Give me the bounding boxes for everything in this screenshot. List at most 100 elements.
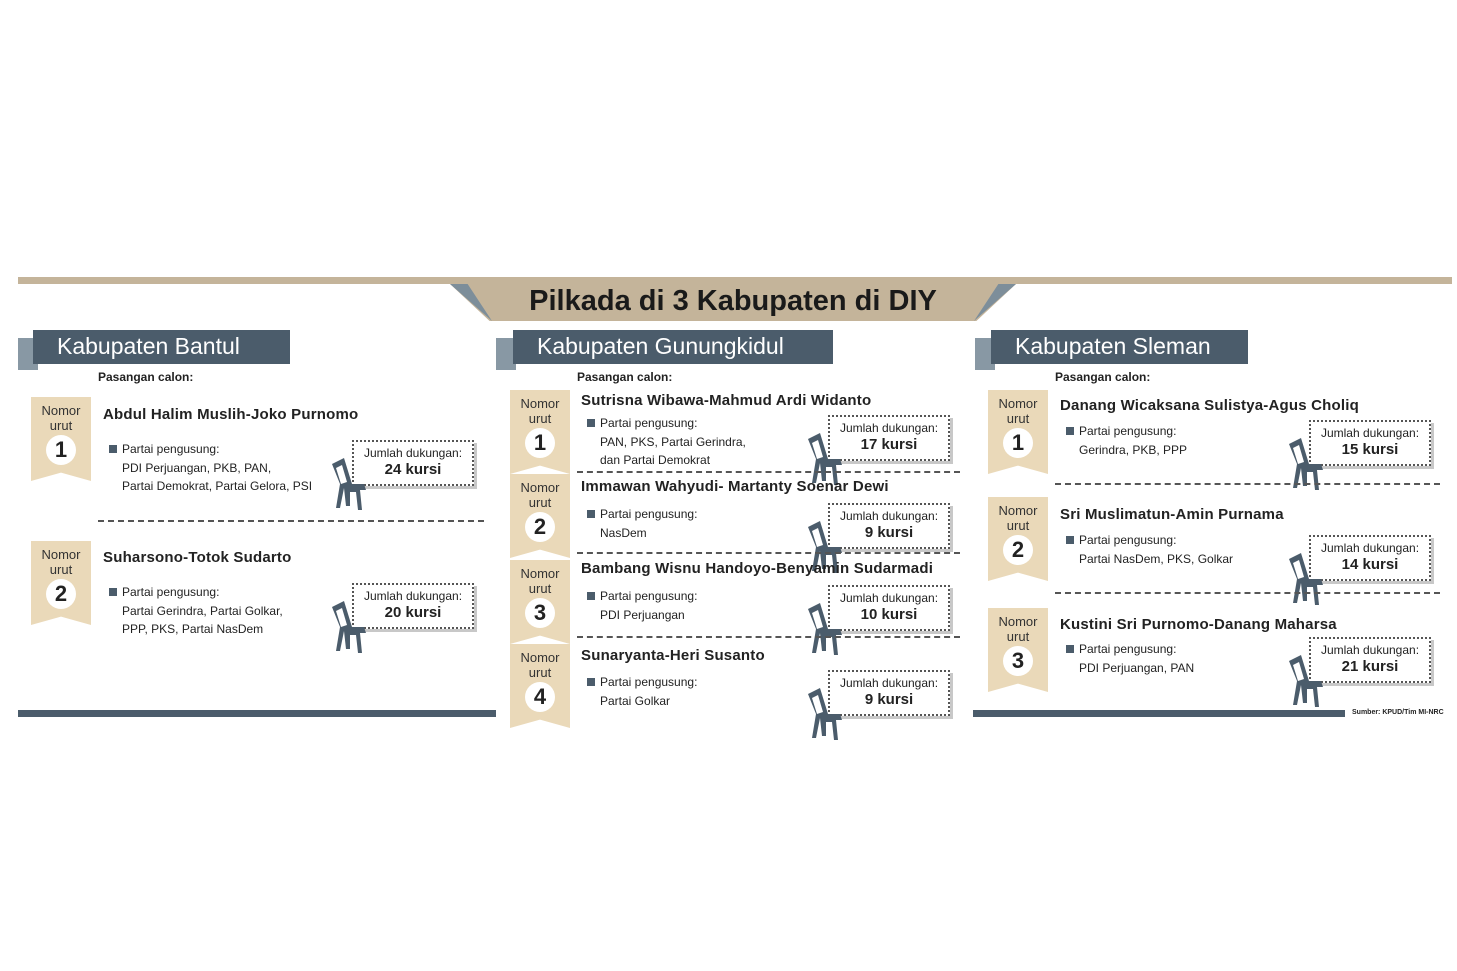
nomor-label: Nomor xyxy=(998,503,1038,518)
seat-support-box: Jumlah dukungan:9 kursi xyxy=(828,670,950,716)
candidate-name: Sri Muslimatun-Amin Purnama xyxy=(1060,506,1284,523)
ballot-number: 4 xyxy=(525,682,555,712)
jumlah-label: Jumlah dukungan: xyxy=(1320,643,1420,657)
candidate-name: Suharsono-Totok Sudarto xyxy=(103,549,292,566)
urut-label: urut xyxy=(528,665,552,680)
jumlah-label: Jumlah dukungan: xyxy=(839,591,939,605)
section-header-fold xyxy=(496,338,516,370)
party-list-line: PPP, PKS, Partai NasDem xyxy=(122,622,264,636)
jumlah-label: Jumlah dukungan: xyxy=(839,676,939,690)
seat-support-box: Jumlah dukungan:15 kursi xyxy=(1309,420,1431,466)
seat-count: 20 kursi xyxy=(384,604,442,621)
ballot-number: 1 xyxy=(1003,428,1033,458)
candidate-name: Abdul Halim Muslih-Joko Purnomo xyxy=(103,406,359,423)
section-header: Kabupaten Bantul xyxy=(33,330,290,364)
candidate-name: Sutrisna Wibawa-Mahmud Ardi Widanto xyxy=(581,392,872,409)
candidate-name: Sunaryanta-Heri Susanto xyxy=(581,647,765,664)
bullet-square-icon xyxy=(587,678,595,686)
nomor-label: Nomor xyxy=(998,396,1038,411)
seat-count: 21 kursi xyxy=(1341,658,1399,675)
party-label: Partai pengusung: xyxy=(1079,533,1177,547)
urut-label: urut xyxy=(49,562,73,577)
party-label: Partai pengusung: xyxy=(600,416,698,430)
jumlah-label: Jumlah dukungan: xyxy=(1320,426,1420,440)
party-label: Partai pengusung: xyxy=(1079,424,1177,438)
jumlah-label: Jumlah dukungan: xyxy=(363,589,463,603)
candidate-name: Kustini Sri Purnomo-Danang Maharsa xyxy=(1060,616,1337,633)
candidate-separator xyxy=(577,552,960,554)
bullet-square-icon xyxy=(1066,427,1074,435)
bullet-square-icon xyxy=(587,510,595,518)
party-list-line: dan Partai Demokrat xyxy=(600,453,711,467)
urut-label: urut xyxy=(1006,411,1030,426)
candidate-separator xyxy=(577,471,960,473)
ballot-number: 1 xyxy=(525,428,555,458)
party-label: Partai pengusung: xyxy=(600,589,698,603)
seat-count: 9 kursi xyxy=(864,524,914,541)
jumlah-label: Jumlah dukungan: xyxy=(1320,541,1420,555)
urut-label: urut xyxy=(1006,629,1030,644)
pasangan-calon-label: Pasangan calon: xyxy=(98,370,194,384)
bullet-square-icon xyxy=(109,588,117,596)
party-list-line: Partai NasDem, PKS, Golkar xyxy=(1079,551,1234,566)
ballot-number: 3 xyxy=(1003,646,1033,676)
ballot-number: 2 xyxy=(1003,535,1033,565)
seat-support-box: Jumlah dukungan:17 kursi xyxy=(828,415,950,461)
seat-support-box: Jumlah dukungan:20 kursi xyxy=(352,583,474,629)
party-label: Partai pengusung: xyxy=(600,675,698,689)
party-label: Partai pengusung: xyxy=(122,585,220,599)
chair-icon xyxy=(1287,434,1325,497)
ballot-number: 2 xyxy=(525,512,555,542)
jumlah-label: Jumlah dukungan: xyxy=(363,446,463,460)
candidate-separator xyxy=(1055,592,1440,594)
pasangan-calon-label: Pasangan calon: xyxy=(1055,370,1151,384)
party-list-line: PDI Perjuangan, PAN xyxy=(1079,660,1195,675)
section-header: Kabupaten Sleman xyxy=(991,330,1248,364)
seat-support-box: Jumlah dukungan:9 kursi xyxy=(828,503,950,549)
top-divider-bar xyxy=(18,277,1452,284)
party-list-line: Partai Golkar xyxy=(600,693,671,708)
jumlah-label: Jumlah dukungan: xyxy=(839,509,939,523)
party-list-line: Partai Demokrat, Partai Gelora, PSI xyxy=(122,479,313,493)
nomor-label: Nomor xyxy=(520,566,560,581)
seat-count: 17 kursi xyxy=(860,436,918,453)
candidate-separator xyxy=(98,520,484,522)
seat-count: 15 kursi xyxy=(1341,441,1399,458)
nomor-label: Nomor xyxy=(520,396,560,411)
party-label: Partai pengusung: xyxy=(600,507,698,521)
party-label: Partai pengusung: xyxy=(122,442,220,456)
ballot-number: 2 xyxy=(46,579,76,609)
bullet-square-icon xyxy=(587,419,595,427)
ballot-number: 1 xyxy=(46,435,76,465)
candidate-name: Danang Wicaksana Sulistya-Agus Choliq xyxy=(1060,397,1359,414)
seat-support-box: Jumlah dukungan:24 kursi xyxy=(352,440,474,486)
nomor-label: Nomor xyxy=(520,650,560,665)
seat-count: 14 kursi xyxy=(1341,556,1399,573)
bullet-square-icon xyxy=(587,592,595,600)
urut-label: urut xyxy=(49,418,73,433)
chair-icon xyxy=(1287,549,1325,612)
urut-label: urut xyxy=(1006,518,1030,533)
urut-label: urut xyxy=(528,495,552,510)
section-header: Kabupaten Gunungkidul xyxy=(513,330,833,364)
seat-count: 10 kursi xyxy=(860,606,918,623)
chair-icon xyxy=(806,517,844,580)
seat-count: 24 kursi xyxy=(384,461,442,478)
candidate-separator xyxy=(1055,483,1440,485)
bottom-bar-right xyxy=(973,710,1345,717)
bullet-square-icon xyxy=(1066,536,1074,544)
nomor-label: Nomor xyxy=(998,614,1038,629)
bullet-square-icon xyxy=(109,445,117,453)
party-list-line: Gerindra, PKB, PPP xyxy=(1079,442,1188,457)
candidate-separator xyxy=(577,636,960,638)
chair-icon xyxy=(806,599,844,662)
seat-support-box: Jumlah dukungan:21 kursi xyxy=(1309,637,1431,683)
